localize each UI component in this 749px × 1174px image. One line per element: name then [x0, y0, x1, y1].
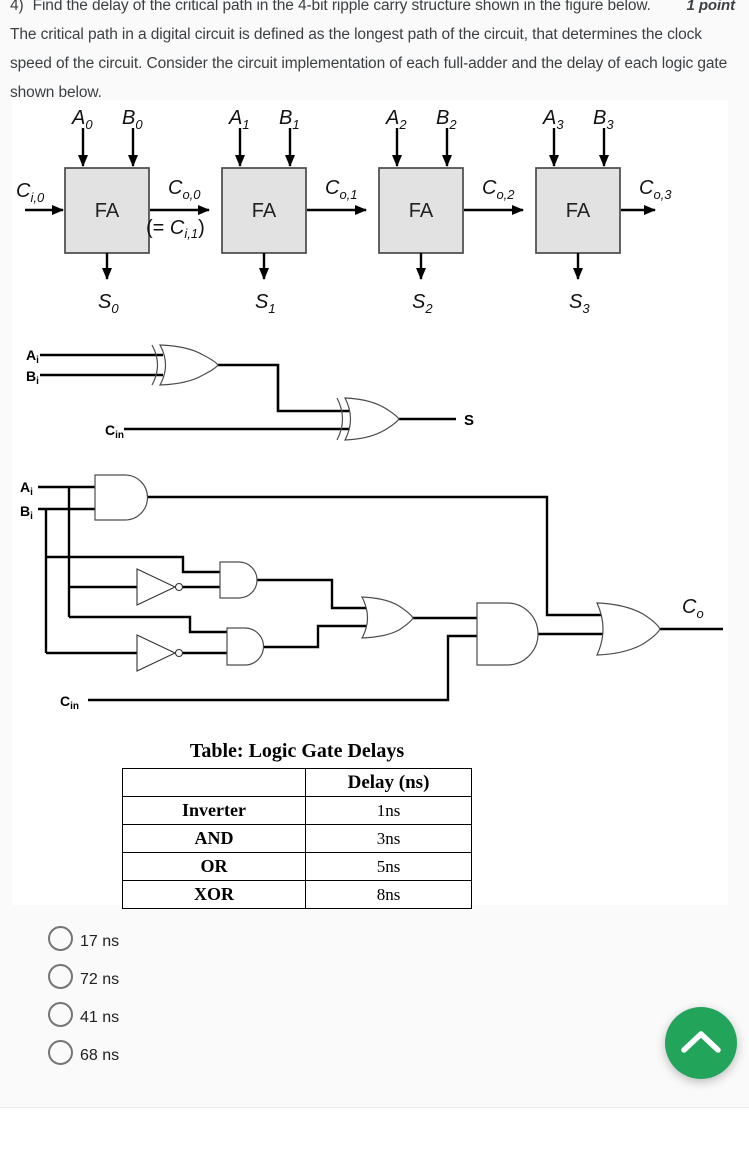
- radio-button[interactable]: [48, 926, 73, 951]
- option-label: 17 ns: [80, 933, 120, 950]
- carry-alias-label: (= Ci,1): [146, 217, 205, 241]
- table-row: AND 3ns: [122, 824, 472, 853]
- option-label: 72 ns: [80, 971, 120, 988]
- fa-label: FA: [252, 200, 277, 222]
- points-badge: 1 point: [686, 0, 736, 14]
- carry-in-label: Ci,0: [16, 180, 45, 205]
- radio-button[interactable]: [48, 964, 73, 989]
- cin-label: Cin: [105, 422, 124, 441]
- s-label: S3: [569, 291, 590, 316]
- table-header-cell: Delay (ns): [305, 768, 472, 797]
- scroll-to-top-button[interactable]: [665, 1007, 737, 1079]
- or-gate-icon: [596, 602, 661, 656]
- fa-stage-1: FA A1 B1 S1 Co,1: [221, 107, 367, 316]
- carry-out-label: Co,1: [325, 177, 358, 202]
- a-label: A0: [71, 107, 93, 132]
- answer-options: 17 ns 72 ns 41 ns 68 ns: [48, 926, 119, 1078]
- or-gate-icon: [360, 596, 414, 639]
- xor-gate-icon: [336, 397, 400, 441]
- question-text: Find the delay of the critical path in t…: [10, 0, 728, 101]
- option-row-3[interactable]: 41 ns: [48, 1002, 119, 1040]
- carry-out-label: Co,2: [482, 177, 515, 202]
- fa-stage-0: FA A0 B0 S0 Co,0 (= Ci,1): [64, 107, 210, 316]
- gate-delay-table-section: Table: Logic Gate Delays Delay (ns) Inve…: [122, 740, 472, 909]
- b-label: B0: [122, 107, 143, 132]
- option-row-2[interactable]: 72 ns: [48, 964, 119, 1002]
- table-header-row: Delay (ns): [122, 768, 472, 797]
- carry-out-label: Co,0: [168, 177, 201, 202]
- b-label: Bi: [26, 368, 39, 387]
- inverter-icon: [136, 568, 184, 606]
- and-gate-icon: [476, 602, 539, 666]
- option-label: 68 ns: [80, 1047, 120, 1064]
- carry-output-label: Co: [682, 596, 704, 621]
- s-label: S1: [255, 291, 276, 316]
- radio-button[interactable]: [48, 1002, 73, 1027]
- question-card: 1 point 4)Find the delay of the critical…: [0, 0, 749, 1108]
- gate-delay-cell: 1ns: [305, 796, 472, 825]
- s-label: S2: [412, 291, 433, 316]
- sum-output-label: S: [464, 412, 474, 429]
- wire: [264, 624, 370, 649]
- gate-delay-cell: 5ns: [305, 852, 472, 881]
- a-label: Ai: [26, 347, 39, 366]
- a-label: A2: [385, 107, 407, 132]
- b-label: Bi: [20, 503, 33, 522]
- gate-name-cell: AND: [122, 824, 306, 853]
- sum-circuit-diagram: Ai Bi Cin S: [26, 344, 474, 441]
- option-row-4[interactable]: 68 ns: [48, 1040, 119, 1078]
- and-gate-icon: [219, 561, 258, 599]
- table-title: Table: Logic Gate Delays: [189, 740, 405, 762]
- option-label: 41 ns: [80, 1009, 120, 1026]
- table-row: Inverter 1ns: [122, 796, 472, 825]
- gate-name-cell: OR: [122, 852, 306, 881]
- gate-delay-cell: 8ns: [305, 880, 472, 909]
- fa-stage-2: FA A2 B2 S2 Co,2: [378, 107, 524, 316]
- wire: [88, 634, 477, 702]
- wire: [46, 555, 220, 574]
- s-label: S0: [98, 291, 119, 316]
- gate-name-cell: Inverter: [122, 796, 306, 825]
- inverter-icon: [136, 634, 184, 672]
- xor-gate-icon: [151, 344, 219, 386]
- table-header-cell: [122, 768, 306, 797]
- wire: [148, 495, 604, 617]
- question-text-block: 1 point 4)Find the delay of the critical…: [0, 0, 749, 103]
- fa-box: [535, 167, 621, 254]
- b-label: B3: [593, 107, 614, 132]
- and-gate-icon: [226, 627, 265, 666]
- wire: [69, 615, 227, 634]
- gate-delay-cell: 3ns: [305, 824, 472, 853]
- a-label: A1: [228, 107, 250, 132]
- fa-label: FA: [409, 200, 434, 222]
- wire: [218, 363, 350, 413]
- radio-button[interactable]: [48, 1040, 73, 1065]
- question-number: 4): [10, 0, 24, 14]
- gate-name-cell: XOR: [122, 880, 306, 909]
- b-label: B2: [436, 107, 457, 132]
- ripple-carry-diagram: Ci,0 FA A0 B0 S0 Co,0 (= Ci,1) FA A1 B1 …: [16, 107, 672, 316]
- wire: [257, 578, 370, 610]
- b-label: B1: [279, 107, 300, 132]
- a-label: A3: [542, 107, 564, 132]
- fa-stage-3: FA A3 B3 S3 Co,3: [535, 107, 672, 316]
- cin-label: Cin: [60, 693, 79, 712]
- a-label: Ai: [20, 479, 33, 498]
- table-row: XOR 8ns: [122, 880, 472, 909]
- option-row-1[interactable]: 17 ns: [48, 926, 119, 964]
- table-row: OR 5ns: [122, 852, 472, 881]
- fa-label: FA: [566, 200, 591, 222]
- carry-circuit-diagram: Ai Bi Cin Co: [20, 474, 723, 712]
- fa-label: FA: [95, 200, 120, 222]
- chevron-up-icon: [681, 1031, 721, 1053]
- gate-delay-table: Delay (ns) Inverter 1ns AND 3ns OR 5ns X…: [122, 768, 472, 909]
- fa-box: [64, 167, 150, 254]
- and-gate-icon: [94, 474, 149, 521]
- carry-out-label: Co,3: [639, 177, 672, 202]
